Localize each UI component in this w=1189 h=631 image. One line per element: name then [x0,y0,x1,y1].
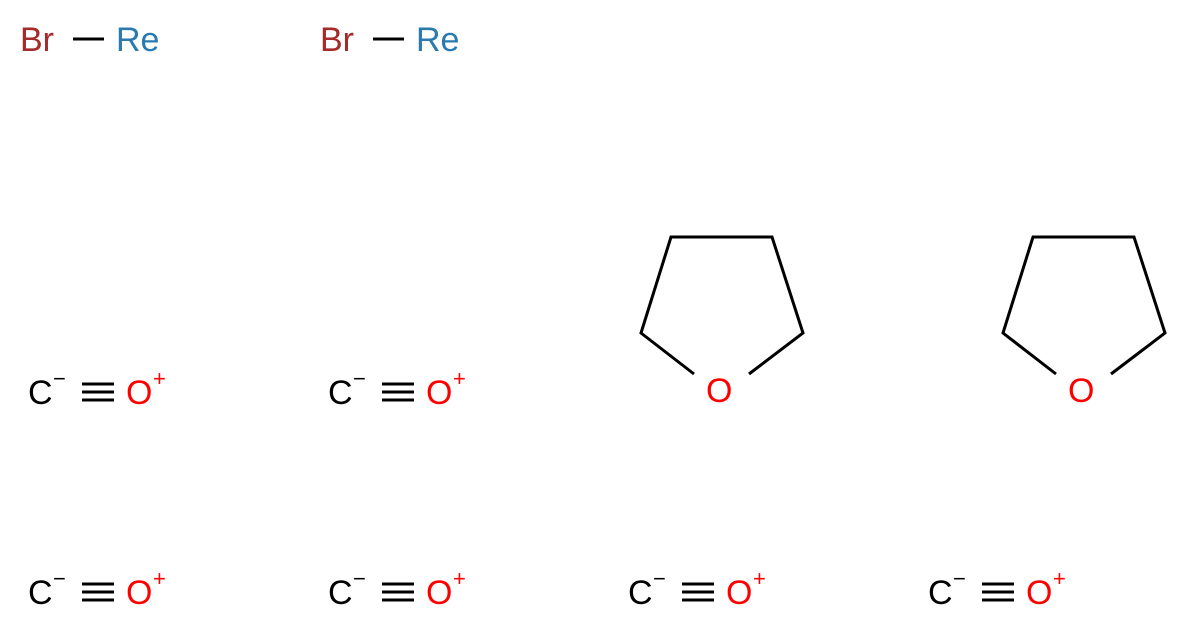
carbonyl-ligand: C− O+ [28,366,166,412]
carbon-atom: C [28,374,53,412]
positive-charge: + [153,366,166,391]
oxygen-atom: O [126,574,152,612]
carbon-atom: C [28,574,53,612]
oxygen-atom: O [426,574,452,612]
carbonyl-ligand: C− O+ [628,566,766,612]
bromine-atom: Br [320,21,354,59]
negative-charge: − [653,566,666,591]
negative-charge: − [353,366,366,391]
rhenium-atom: Re [116,21,159,59]
carbon-atom: C [628,574,653,612]
carbonyl-ligand: C− O+ [28,566,166,612]
thf-ring-bonds [639,235,805,376]
oxygen-atom: O [126,374,152,412]
rebr-fragment-1: Br Re [20,21,159,59]
positive-charge: + [453,366,466,391]
carbon-atom: C [328,374,353,412]
positive-charge: + [1053,566,1066,591]
negative-charge: − [53,366,66,391]
positive-charge: + [153,566,166,591]
oxygen-atom: O [1026,574,1052,612]
carbonyl-layer: C−O+C−O+C−O+C−O+C−O+C−O+ [28,366,1066,612]
thf-molecule-1: O [639,235,805,410]
oxygen-atom: O [726,574,752,612]
carbonyl-ligand: C− O+ [328,566,466,612]
thf-oxygen-atom: O [706,372,732,410]
negative-charge: − [353,566,366,591]
carbon-atom: C [328,574,353,612]
carbonyl-ligand: C− O+ [928,566,1066,612]
oxygen-atom: O [426,374,452,412]
carbonyl-ligand: C− O+ [328,366,466,412]
positive-charge: + [453,566,466,591]
thf-oxygen-atom: O [1068,372,1094,410]
negative-charge: − [953,566,966,591]
thf-ring-bonds [1001,235,1167,376]
carbon-atom: C [928,574,953,612]
thf-molecule-2: O [1001,235,1167,410]
positive-charge: + [753,566,766,591]
bromine-atom: Br [20,21,54,59]
negative-charge: − [53,566,66,591]
rhenium-atom: Re [416,21,459,59]
rebr-fragment-2: Br Re [320,21,459,59]
